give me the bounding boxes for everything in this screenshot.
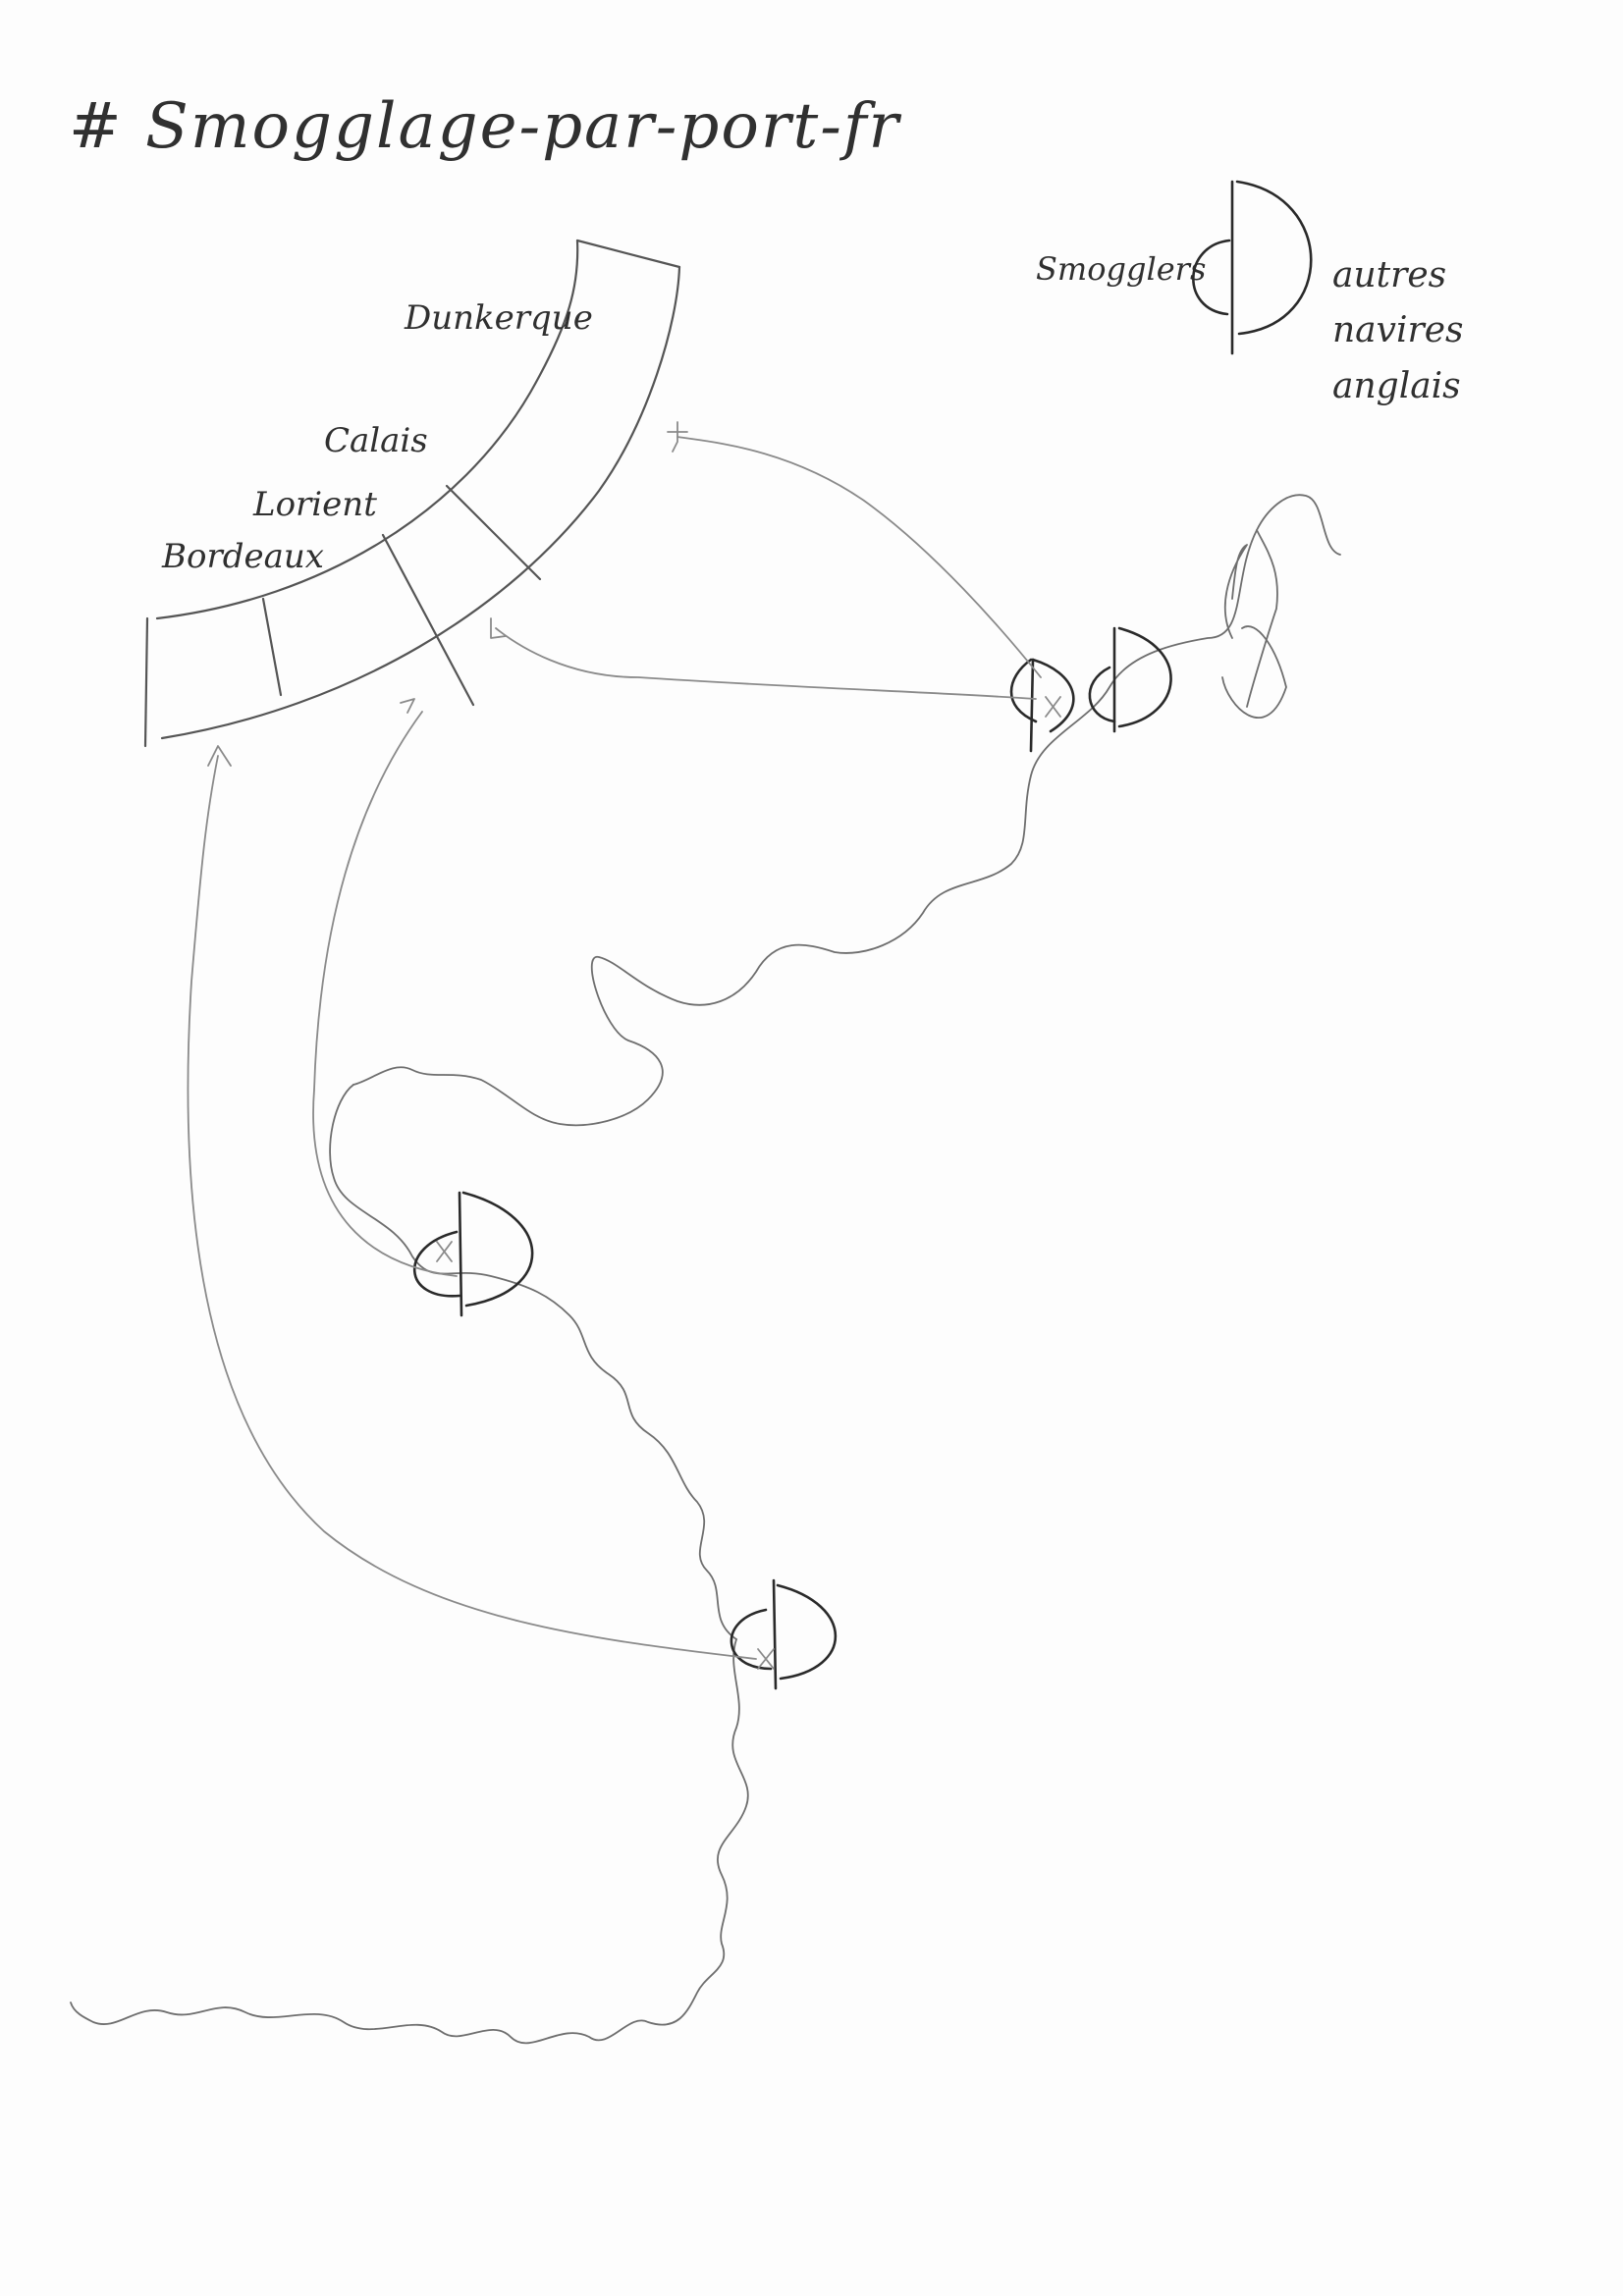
marker-northeast — [1011, 628, 1171, 751]
page-title: # Smogglage-par-port-fr — [69, 90, 902, 163]
arrow-lorient-icon — [401, 699, 414, 713]
ports-band-top-end — [577, 240, 679, 267]
ports-band-inner-edge — [162, 267, 679, 738]
legend-line-3: anglais — [1332, 366, 1461, 406]
marker-south-english-half-icon — [778, 1585, 836, 1679]
port-label-bordeaux: Bordeaux — [161, 537, 324, 576]
marker-middle — [414, 1193, 532, 1315]
ports-band-bottom-end — [145, 618, 147, 746]
coastline-north — [1222, 545, 1286, 718]
arrow-dunkerque-icon — [668, 422, 687, 452]
marker-south-divider-line — [774, 1580, 776, 1688]
marker-northeast-cross-icon — [1046, 697, 1060, 717]
legend-line-1: autres — [1332, 255, 1446, 295]
port-label-lorient: Lorient — [252, 485, 377, 524]
port-divider-lorient — [383, 535, 473, 705]
port-label-calais: Calais — [324, 421, 428, 460]
coastline-east — [353, 530, 1257, 1125]
route-northeast-to-dunkerque — [677, 437, 1041, 677]
marker-south — [731, 1580, 836, 1688]
marker-south-cross-icon — [758, 1649, 774, 1669]
port-divider-calais — [447, 486, 540, 579]
arrow-bordeaux-icon — [208, 746, 231, 766]
coastline — [71, 495, 1340, 2043]
port-label-dunkerque: Dunkerque — [404, 298, 593, 338]
legend-english-half-icon — [1237, 182, 1311, 334]
coastline-northeast — [1247, 495, 1340, 707]
marker-northeast-divider-line — [1031, 660, 1033, 751]
legend-line-2: navires — [1332, 310, 1464, 350]
coastline-southwest — [330, 1085, 736, 1639]
legend: Smogglers autres navires anglais — [1036, 182, 1464, 406]
route-middle-to-lorient — [313, 712, 457, 1276]
marker-middle-english-half-icon — [463, 1193, 532, 1306]
coastline-southeast — [71, 1639, 748, 2043]
marker-middle-cross-icon — [437, 1242, 452, 1261]
marker-east-english-half-icon — [1119, 628, 1171, 726]
legend-smugglers-label: Smogglers — [1036, 250, 1206, 288]
marker-northeast-english-half-icon — [1033, 660, 1073, 731]
marker-east-smuggler-half-icon — [1090, 667, 1114, 721]
port-divider-bordeaux — [263, 599, 281, 695]
route-east-to-calais — [496, 628, 1036, 699]
routes — [188, 422, 1041, 1659]
route-south-to-bordeaux — [188, 756, 756, 1659]
